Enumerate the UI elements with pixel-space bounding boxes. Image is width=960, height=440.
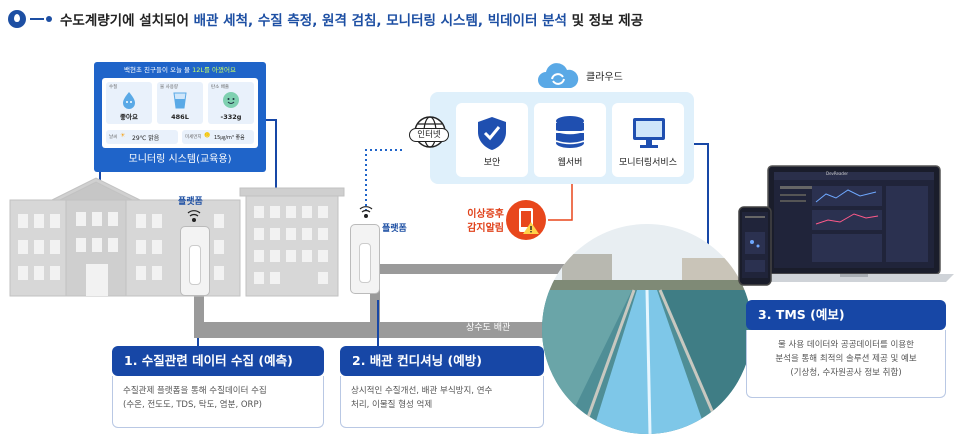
carbon-emission-card: 탄소 배출 -332g xyxy=(208,82,254,124)
info-box-title-2: 2. 배관 컨디셔닝 (예방) xyxy=(340,346,544,376)
water-usage-card: 물 사용량 486L xyxy=(157,82,203,124)
water-glass-icon xyxy=(173,92,187,109)
info-box-data-collection: 1. 수질관련 데이터 수집 (예측) 수질관제 플랫폼을 통해 수질데이터 수… xyxy=(112,346,324,428)
monitoring-service-label: 모니터링서비스 xyxy=(619,158,677,168)
page-header: 수도계량기에 설치되어 배관 세척, 수질 측정, 원격 검침, 모니터링 시스… xyxy=(8,8,643,30)
monitor-dashboard: 수질 좋아요 물 사용량 486L 탄소 배출 -332g 날씨 ☀ 29℃ 맑… xyxy=(102,78,258,148)
laptop-dashboard xyxy=(754,165,954,282)
dust-row: 미세먼지 ☻ 15㎍/m³ 좋음 xyxy=(182,130,254,144)
water-quality-device xyxy=(180,226,210,296)
security-label: 보안 xyxy=(483,158,501,168)
monitoring-panel: 백현초 친구들이 오늘 물 12L를 아꼈어요 수질 좋아요 물 사용량 486… xyxy=(94,62,266,172)
cloud-sync-icon xyxy=(538,63,579,88)
header-divider xyxy=(30,18,44,20)
monitoring-service: 모니터링서비스 xyxy=(612,103,684,177)
info-box-tms: 3. TMS (예보) 물 사용 데이터와 공공데이터를 이용한 분석을 통해 … xyxy=(746,300,946,398)
earth-face-icon xyxy=(223,92,239,108)
platform-label-1: 플랫폼 xyxy=(178,197,203,207)
shield-icon xyxy=(478,117,506,150)
laptop-app-title: DevReader xyxy=(826,171,849,176)
info-box-body-2: 상시적인 수질개선, 배관 부식방지, 연수 처리, 이물질 형성 억제 xyxy=(340,376,544,428)
wireless-signal-icon-2 xyxy=(359,206,373,218)
header-title: 수도계량기에 설치되어 배관 세척, 수질 측정, 원격 검침, 모니터링 시스… xyxy=(60,13,644,29)
security-service: 보안 xyxy=(456,103,528,177)
webserver-service: 웹서버 xyxy=(534,103,606,177)
alert-phone-icon xyxy=(506,200,546,240)
platform-label-2: 플랫폼 xyxy=(382,224,407,234)
pipe-conditioning-device xyxy=(350,224,380,294)
webserver-label: 웹서버 xyxy=(557,158,583,168)
monitor-message: 백현초 친구들이 오늘 물 12L를 아꼈어요 xyxy=(124,66,236,74)
phone-dashboard xyxy=(738,206,772,286)
database-icon xyxy=(555,116,585,148)
sun-icon: ☀ xyxy=(120,132,126,139)
internet-label: 인터넷 xyxy=(409,128,449,142)
info-box-pipe-conditioning: 2. 배관 컨디셔닝 (예방) 상시적인 수질개선, 배관 부식방지, 연수 처… xyxy=(340,346,544,428)
smile-icon: ☻ xyxy=(204,132,211,139)
wireless-signal-icon xyxy=(187,210,201,222)
water-treatment-image xyxy=(542,224,752,434)
info-box-body-1: 수질관제 플랫폼을 통해 수질데이터 수집 (수온, 전도도, TDS, 탁도,… xyxy=(112,376,324,428)
water-quality-card: 수질 좋아요 xyxy=(106,82,152,124)
info-box-title-3: 3. TMS (예보) xyxy=(746,300,946,330)
cloud-label: 클라우드 xyxy=(586,72,623,83)
water-drop-icon xyxy=(8,10,26,28)
water-drop-face-icon xyxy=(123,92,135,109)
monitor-icon xyxy=(633,118,665,148)
weather-row: 날씨 ☀ 29℃ 맑음 xyxy=(106,130,178,144)
monitor-title: 모니터링 시스템(교육용) xyxy=(128,154,232,165)
anomaly-alert-label: 이상증후 감지알림 xyxy=(467,209,504,234)
water-pipe-label: 상수도 배관 xyxy=(466,323,511,333)
header-dot xyxy=(46,16,52,22)
info-box-title-1: 1. 수질관련 데이터 수집 (예측) xyxy=(112,346,324,376)
info-box-body-3: 물 사용 데이터와 공공데이터를 이용한 분석을 통해 최적의 솔루션 제공 및… xyxy=(746,330,946,398)
